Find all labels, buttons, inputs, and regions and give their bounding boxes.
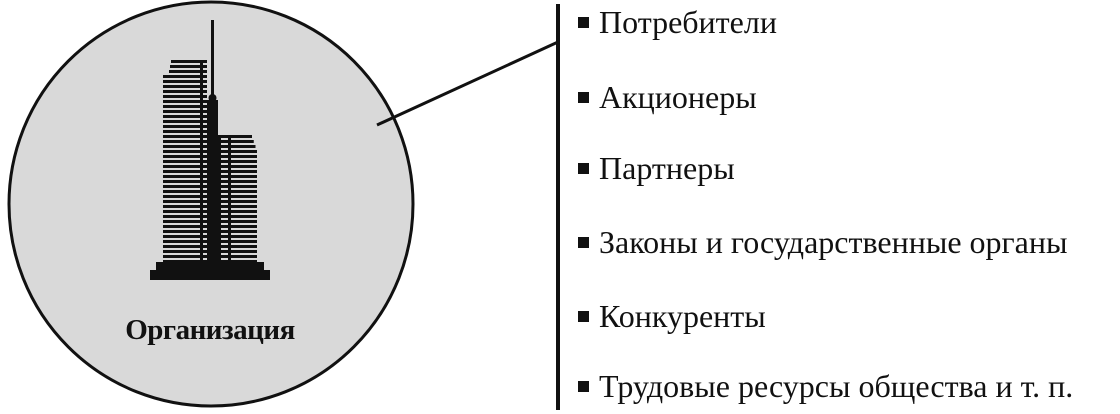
list-item: Потребители	[578, 2, 777, 42]
bullet-icon	[578, 381, 589, 393]
list-item-label: Партнеры	[599, 150, 735, 186]
connector-line	[376, 40, 559, 127]
bullet-icon	[578, 311, 589, 323]
bullet-icon	[578, 163, 589, 175]
bullet-icon	[578, 17, 589, 29]
list-item: Трудовые ресурсы общества и т. п.	[578, 366, 1073, 406]
list-item: Акционеры	[578, 77, 757, 117]
skyscraper-icon	[150, 20, 270, 280]
organization-label: Организация	[125, 314, 295, 346]
bullet-icon	[578, 92, 589, 104]
bullet-icon	[578, 237, 589, 249]
list-item-label: Потребители	[599, 4, 777, 40]
list-item: Законы и государственные органы	[578, 222, 1068, 262]
list-item-label: Законы и государственные органы	[599, 224, 1068, 260]
list-item: Конкуренты	[578, 296, 766, 336]
list-item-label: Трудовые ресурсы общества и т. п.	[599, 368, 1074, 404]
list-item-label: Конкуренты	[599, 298, 766, 334]
list-item: Партнеры	[578, 148, 735, 188]
list-item-label: Акционеры	[599, 79, 757, 115]
